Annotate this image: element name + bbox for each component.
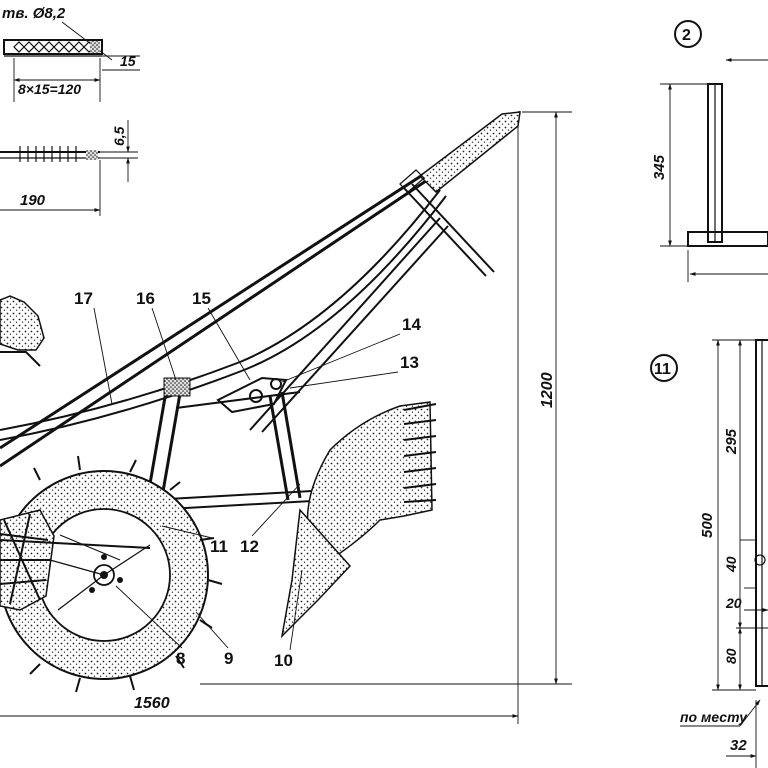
dim-32: 32 (730, 737, 747, 754)
callout-10: 10 (274, 651, 293, 670)
callout-12: 12 (240, 537, 259, 556)
hole-note: тв. Ø8,2 (2, 5, 66, 22)
callout-13: 13 (400, 353, 419, 372)
dim-pitch: 15 (120, 53, 136, 69)
dim-length-total: 1560 (134, 695, 170, 712)
handle-grip (418, 111, 521, 194)
dim-500: 500 (699, 512, 716, 538)
dim-length: 8×15=120 (18, 81, 81, 97)
clamp-16 (163, 377, 191, 397)
dim-height: 1200 (539, 372, 556, 408)
callout-17: 17 (74, 289, 93, 308)
callout-16: 16 (136, 289, 155, 308)
callout-8: 8 (176, 649, 185, 668)
overall-dimensions: 1200 1560 (0, 111, 572, 724)
callout-14: 14 (402, 315, 421, 334)
detail-11-number: 11 (654, 361, 671, 378)
detail-2: 2 345 (651, 20, 768, 282)
dim-thickness: 6,5 (111, 126, 127, 146)
dim-20: 20 (725, 595, 742, 611)
plough-moldboard (306, 401, 433, 561)
detail-11: 11 500 295 40 20 80 по месту 32 (650, 339, 768, 768)
note-po-mestu: по месту (680, 709, 748, 725)
motor-cultivator-assembly (0, 110, 521, 693)
engine-part (0, 295, 45, 351)
callouts: 17 16 15 14 13 12 11 10 9 8 (74, 289, 421, 670)
callout-9: 9 (224, 649, 233, 668)
callout-15: 15 (192, 289, 211, 308)
holes-row (13, 41, 95, 53)
dim-345: 345 (651, 154, 668, 180)
detail-2-number: 2 (682, 27, 691, 44)
dim-total: 190 (20, 192, 46, 209)
callout-11: 11 (210, 537, 228, 556)
plough-share (280, 508, 352, 639)
dim-80: 80 (723, 648, 739, 664)
dim-295: 295 (723, 428, 740, 455)
dim-40: 40 (723, 556, 739, 573)
strip-detail: тв. Ø8,2 15 8×15=120 6,5 190 (0, 5, 140, 216)
